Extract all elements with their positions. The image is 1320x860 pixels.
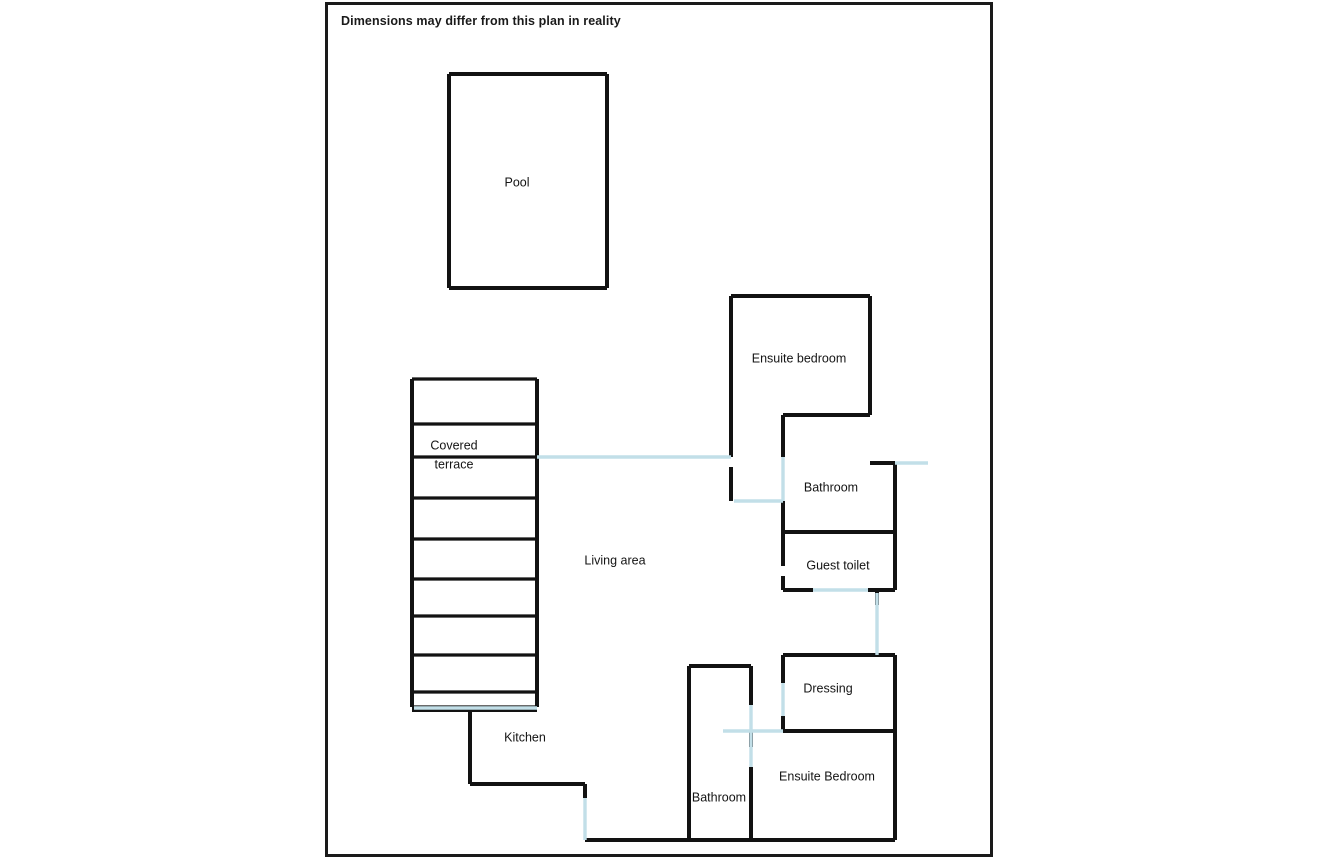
room-label-covered-terrace-a: Covered: [430, 438, 477, 452]
room-label-bathroom-upper: Bathroom: [804, 480, 858, 494]
room-label-ensuite-bedroom-lower: Ensuite Bedroom: [779, 769, 875, 783]
doors-group: [414, 455, 928, 840]
room-label-living-area: Living area: [584, 553, 645, 567]
plan-disclaimer-note: Dimensions may differ from this plan in …: [341, 14, 621, 28]
room-label-covered-terrace-b: terrace: [435, 457, 474, 471]
covered-terrace-bands: [412, 377, 537, 709]
room-label-kitchen: Kitchen: [504, 730, 546, 744]
room-label-bathroom-lower: Bathroom: [692, 790, 746, 804]
room-label-guest-toilet: Guest toilet: [806, 558, 870, 572]
room-label-pool: Pool: [504, 175, 529, 189]
room-label-dressing: Dressing: [803, 681, 852, 695]
floorplan-frame: Dimensions may differ from this plan in …: [325, 2, 993, 857]
room-label-ensuite-bedroom-upper: Ensuite bedroom: [752, 351, 847, 365]
